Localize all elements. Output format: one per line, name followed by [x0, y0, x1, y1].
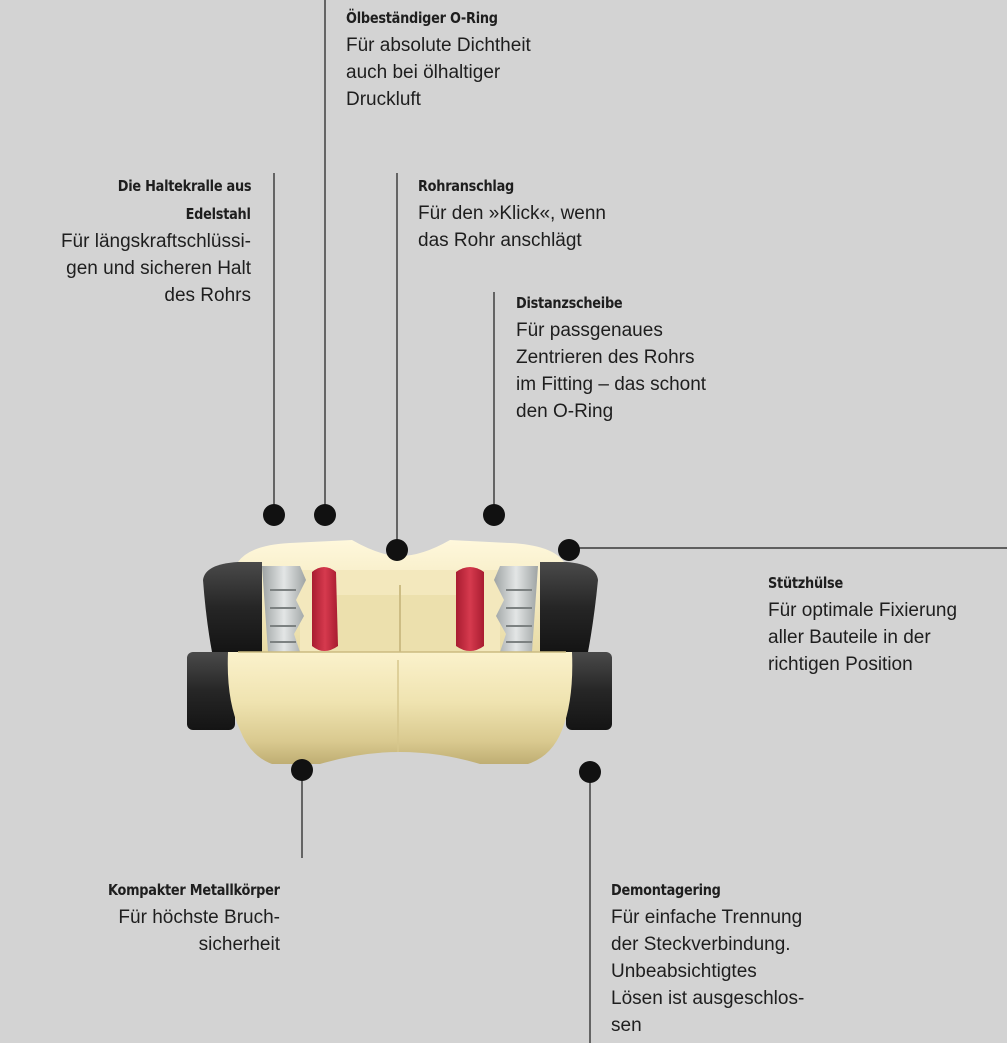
callout-demontagering-line: Unbeabsichtigtes — [611, 961, 757, 982]
callout-dots — [263, 504, 601, 783]
callout-demontagering-line: der Steckverbindung. — [611, 934, 791, 955]
callout-o-ring-title: Ölbeständiger O-Ring — [346, 9, 498, 27]
callout-demontagering-line: Lösen ist ausgeschlos- — [611, 988, 805, 1009]
left-o-ring — [312, 567, 338, 651]
callout-demontagering-line: Für einfache Trennung — [611, 907, 803, 928]
callout-rohranschlag-line: Für den »Klick«, wenn — [418, 203, 606, 224]
callout-distanzscheibe-line: den O-Ring — [516, 401, 614, 422]
callout-haltekralle-line: des Rohrs — [164, 285, 251, 306]
callout-stuetzhuelse-line: Für optimale Fixierung — [768, 600, 958, 621]
callout-distanzscheibe-line: im Fitting – das schont — [516, 374, 707, 395]
callout-demontagering-title: Demontagering — [611, 881, 721, 899]
leader-lines — [273, 0, 1007, 1043]
fitting-body — [187, 540, 612, 764]
callout-distanzscheibe: Distanzscheibe Für passgenaues Zentriere… — [516, 289, 706, 425]
callout-distanzscheibe-title: Distanzscheibe — [516, 294, 623, 312]
callout-o-ring-line: Druckluft — [346, 89, 421, 110]
callout-haltekralle-title: Die Haltekralle aus — [117, 177, 251, 195]
callout-metallkoerper-title: Kompakter Metallkörper — [108, 881, 280, 899]
right-o-ring — [456, 567, 484, 651]
right-pipe-stub — [566, 652, 612, 730]
callout-metallkoerper-line: sicherheit — [198, 934, 280, 955]
callout-haltekralle: Die Haltekralle aus Edelstahl Für längsk… — [0, 172, 251, 309]
left-pipe-stub — [187, 652, 235, 730]
callout-haltekralle-line: Für längskraftschlüssi- — [60, 231, 251, 252]
callout-stuetzhuelse: Stützhülse Für optimale Fixierung aller … — [768, 569, 957, 678]
callout-rohranschlag-title: Rohranschlag — [418, 177, 515, 195]
callout-o-ring: Ölbeständiger O-Ring Für absolute Dichth… — [346, 4, 531, 113]
callout-haltekralle-line: gen und sicheren Halt — [66, 258, 251, 279]
callout-stuetzhuelse-title: Stützhülse — [768, 574, 843, 592]
callout-metallkoerper: Kompakter Metallkörper Für höchste Bruch… — [0, 876, 280, 958]
callout-metallkoerper-line: Für höchste Bruch- — [118, 907, 280, 928]
callout-stuetzhuelse-line: aller Bauteile in der — [768, 627, 931, 648]
callout-o-ring-line: auch bei ölhaltiger — [346, 62, 501, 83]
callout-distanzscheibe-line: Zentrieren des Rohrs — [516, 347, 695, 368]
callout-rohranschlag-line: das Rohr anschlägt — [418, 230, 582, 251]
callout-rohranschlag: Rohranschlag Für den »Klick«, wenn das R… — [418, 172, 606, 254]
callout-demontagering: Demontagering Für einfache Trennung der … — [611, 876, 804, 1039]
callout-distanzscheibe-line: Für passgenaues — [516, 320, 663, 341]
callout-demontagering-line: sen — [611, 1015, 642, 1036]
callout-haltekralle-title: Edelstahl — [185, 205, 251, 223]
callout-o-ring-line: Für absolute Dichtheit — [346, 35, 531, 56]
callout-stuetzhuelse-line: richtigen Position — [768, 654, 913, 675]
